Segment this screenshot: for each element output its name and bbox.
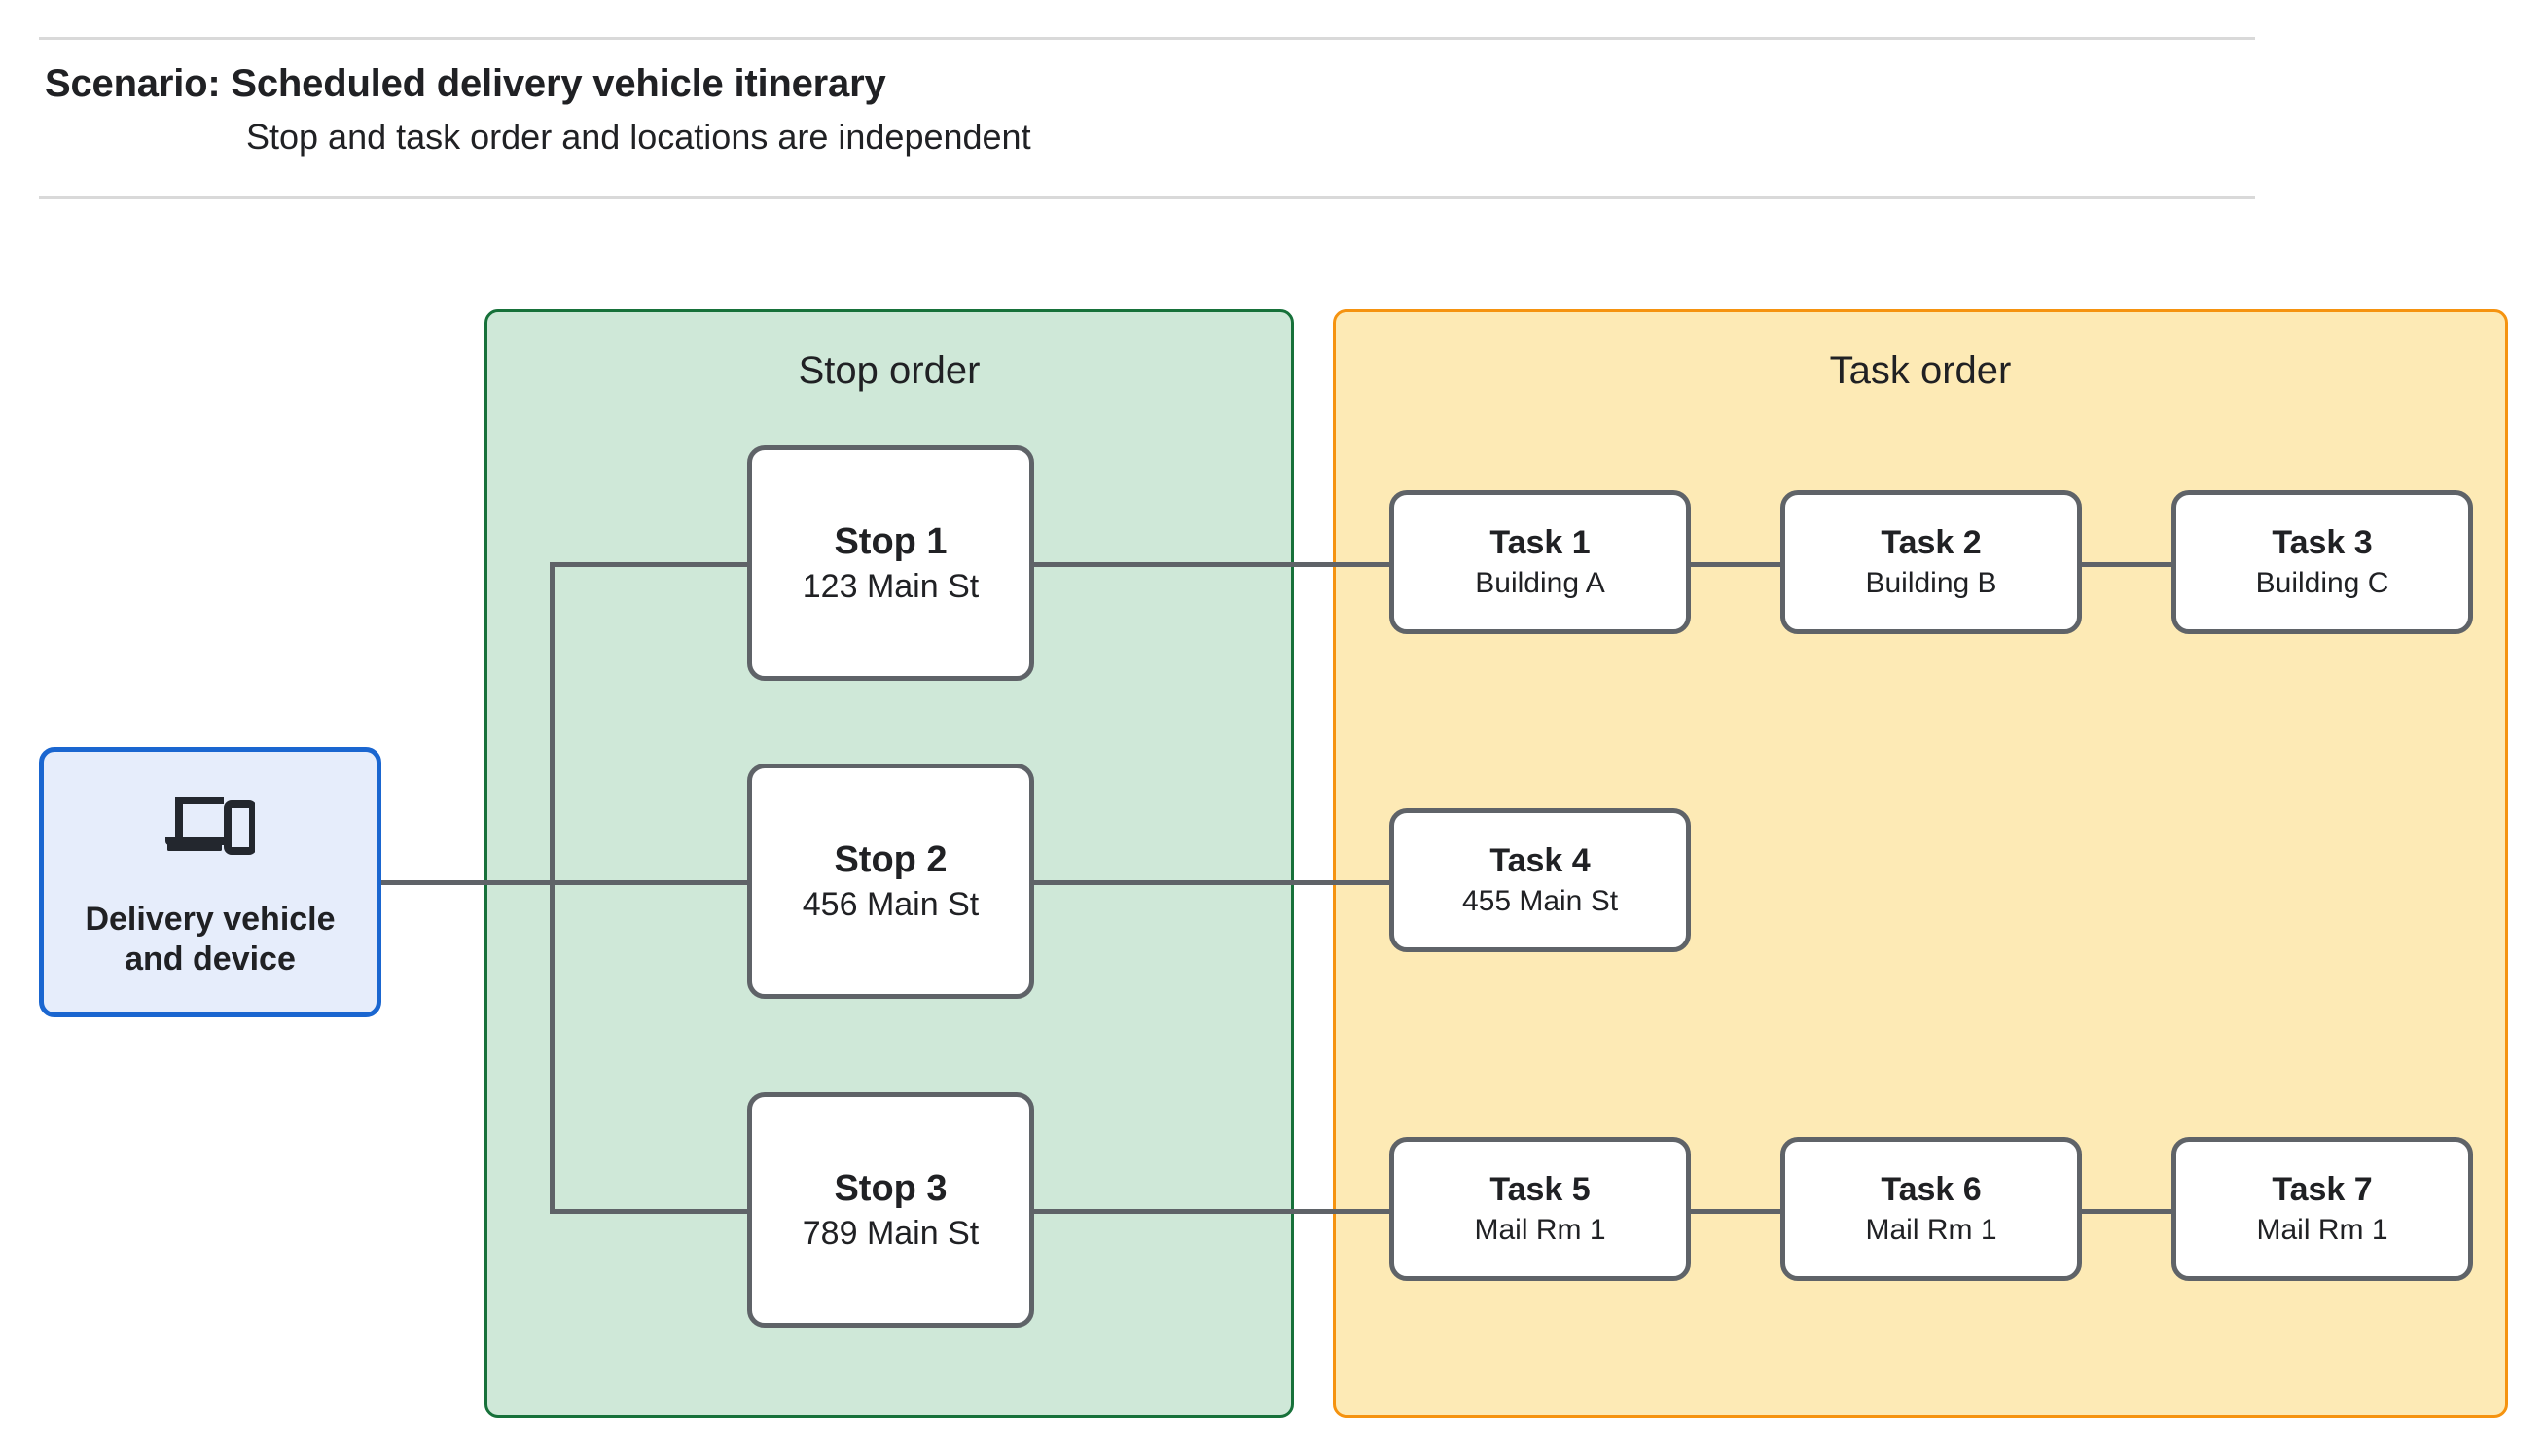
- task-node-1-title: Task 1: [1489, 524, 1591, 562]
- task-node-5[interactable]: Task 5 Mail Rm 1: [1389, 1137, 1691, 1281]
- devices-laptop-phone-icon: [165, 797, 255, 856]
- task-node-7[interactable]: Task 7 Mail Rm 1: [2171, 1137, 2473, 1281]
- task-node-5-title: Task 5: [1489, 1171, 1591, 1209]
- stop-node-1[interactable]: Stop 1 123 Main St: [747, 445, 1034, 681]
- connector-task-2-to-task-3: [2079, 562, 2174, 567]
- stop-node-3[interactable]: Stop 3 789 Main St: [747, 1092, 1034, 1328]
- connector-stop-2-to-task-4: [1031, 880, 1393, 885]
- task-node-1[interactable]: Task 1 Building A: [1389, 490, 1691, 634]
- connector-trunk-to-stop-3: [550, 1209, 749, 1214]
- header-divider-top: [39, 37, 2255, 40]
- stop-node-3-title: Stop 3: [834, 1167, 948, 1209]
- stop-node-3-address: 789 Main St: [802, 1215, 980, 1253]
- connector-task-1-to-task-2: [1688, 562, 1783, 567]
- task-node-3-title: Task 3: [2272, 524, 2373, 562]
- connector-stop-3-to-task-5: [1031, 1209, 1393, 1214]
- task-node-7-location: Mail Rm 1: [2256, 1214, 2388, 1247]
- connector-vehicle-to-trunk: [381, 880, 749, 885]
- task-node-7-title: Task 7: [2272, 1171, 2373, 1209]
- task-node-2[interactable]: Task 2 Building B: [1780, 490, 2082, 634]
- header-divider-bottom: [39, 196, 2255, 199]
- connector-task-5-to-task-6: [1688, 1209, 1783, 1214]
- task-node-6-title: Task 6: [1881, 1171, 1982, 1209]
- stop-node-1-address: 123 Main St: [802, 568, 980, 606]
- task-node-3-location: Building C: [2255, 567, 2389, 600]
- task-node-3[interactable]: Task 3 Building C: [2171, 490, 2473, 634]
- task-node-6[interactable]: Task 6 Mail Rm 1: [1780, 1137, 2082, 1281]
- delivery-vehicle-card[interactable]: Delivery vehicle and device: [39, 747, 381, 1017]
- delivery-vehicle-label: Delivery vehicle and device: [85, 901, 336, 977]
- task-node-4-title: Task 4: [1489, 842, 1591, 880]
- task-node-5-location: Mail Rm 1: [1474, 1214, 1606, 1247]
- task-node-1-location: Building A: [1475, 567, 1605, 600]
- task-node-6-location: Mail Rm 1: [1865, 1214, 1997, 1247]
- stop-node-2-title: Stop 2: [834, 838, 948, 880]
- connector-trunk-to-stop-1: [550, 562, 749, 567]
- connector-stop-1-to-task-1: [1031, 562, 1393, 567]
- page-title: Scenario: Scheduled delivery vehicle iti…: [45, 62, 886, 105]
- task-node-4[interactable]: Task 4 455 Main St: [1389, 808, 1691, 952]
- connector-stop-trunk: [550, 562, 555, 1214]
- stop-order-group-title: Stop order: [798, 349, 981, 392]
- stop-node-1-title: Stop 1: [834, 520, 948, 562]
- stop-node-2[interactable]: Stop 2 456 Main St: [747, 764, 1034, 999]
- task-order-group-title: Task order: [1829, 349, 2012, 392]
- connector-task-6-to-task-7: [2079, 1209, 2174, 1214]
- stop-node-2-address: 456 Main St: [802, 886, 980, 924]
- task-node-4-location: 455 Main St: [1461, 885, 1619, 918]
- page-subtitle: Stop and task order and locations are in…: [246, 117, 1031, 157]
- task-node-2-location: Building B: [1865, 567, 1997, 600]
- task-node-2-title: Task 2: [1881, 524, 1982, 562]
